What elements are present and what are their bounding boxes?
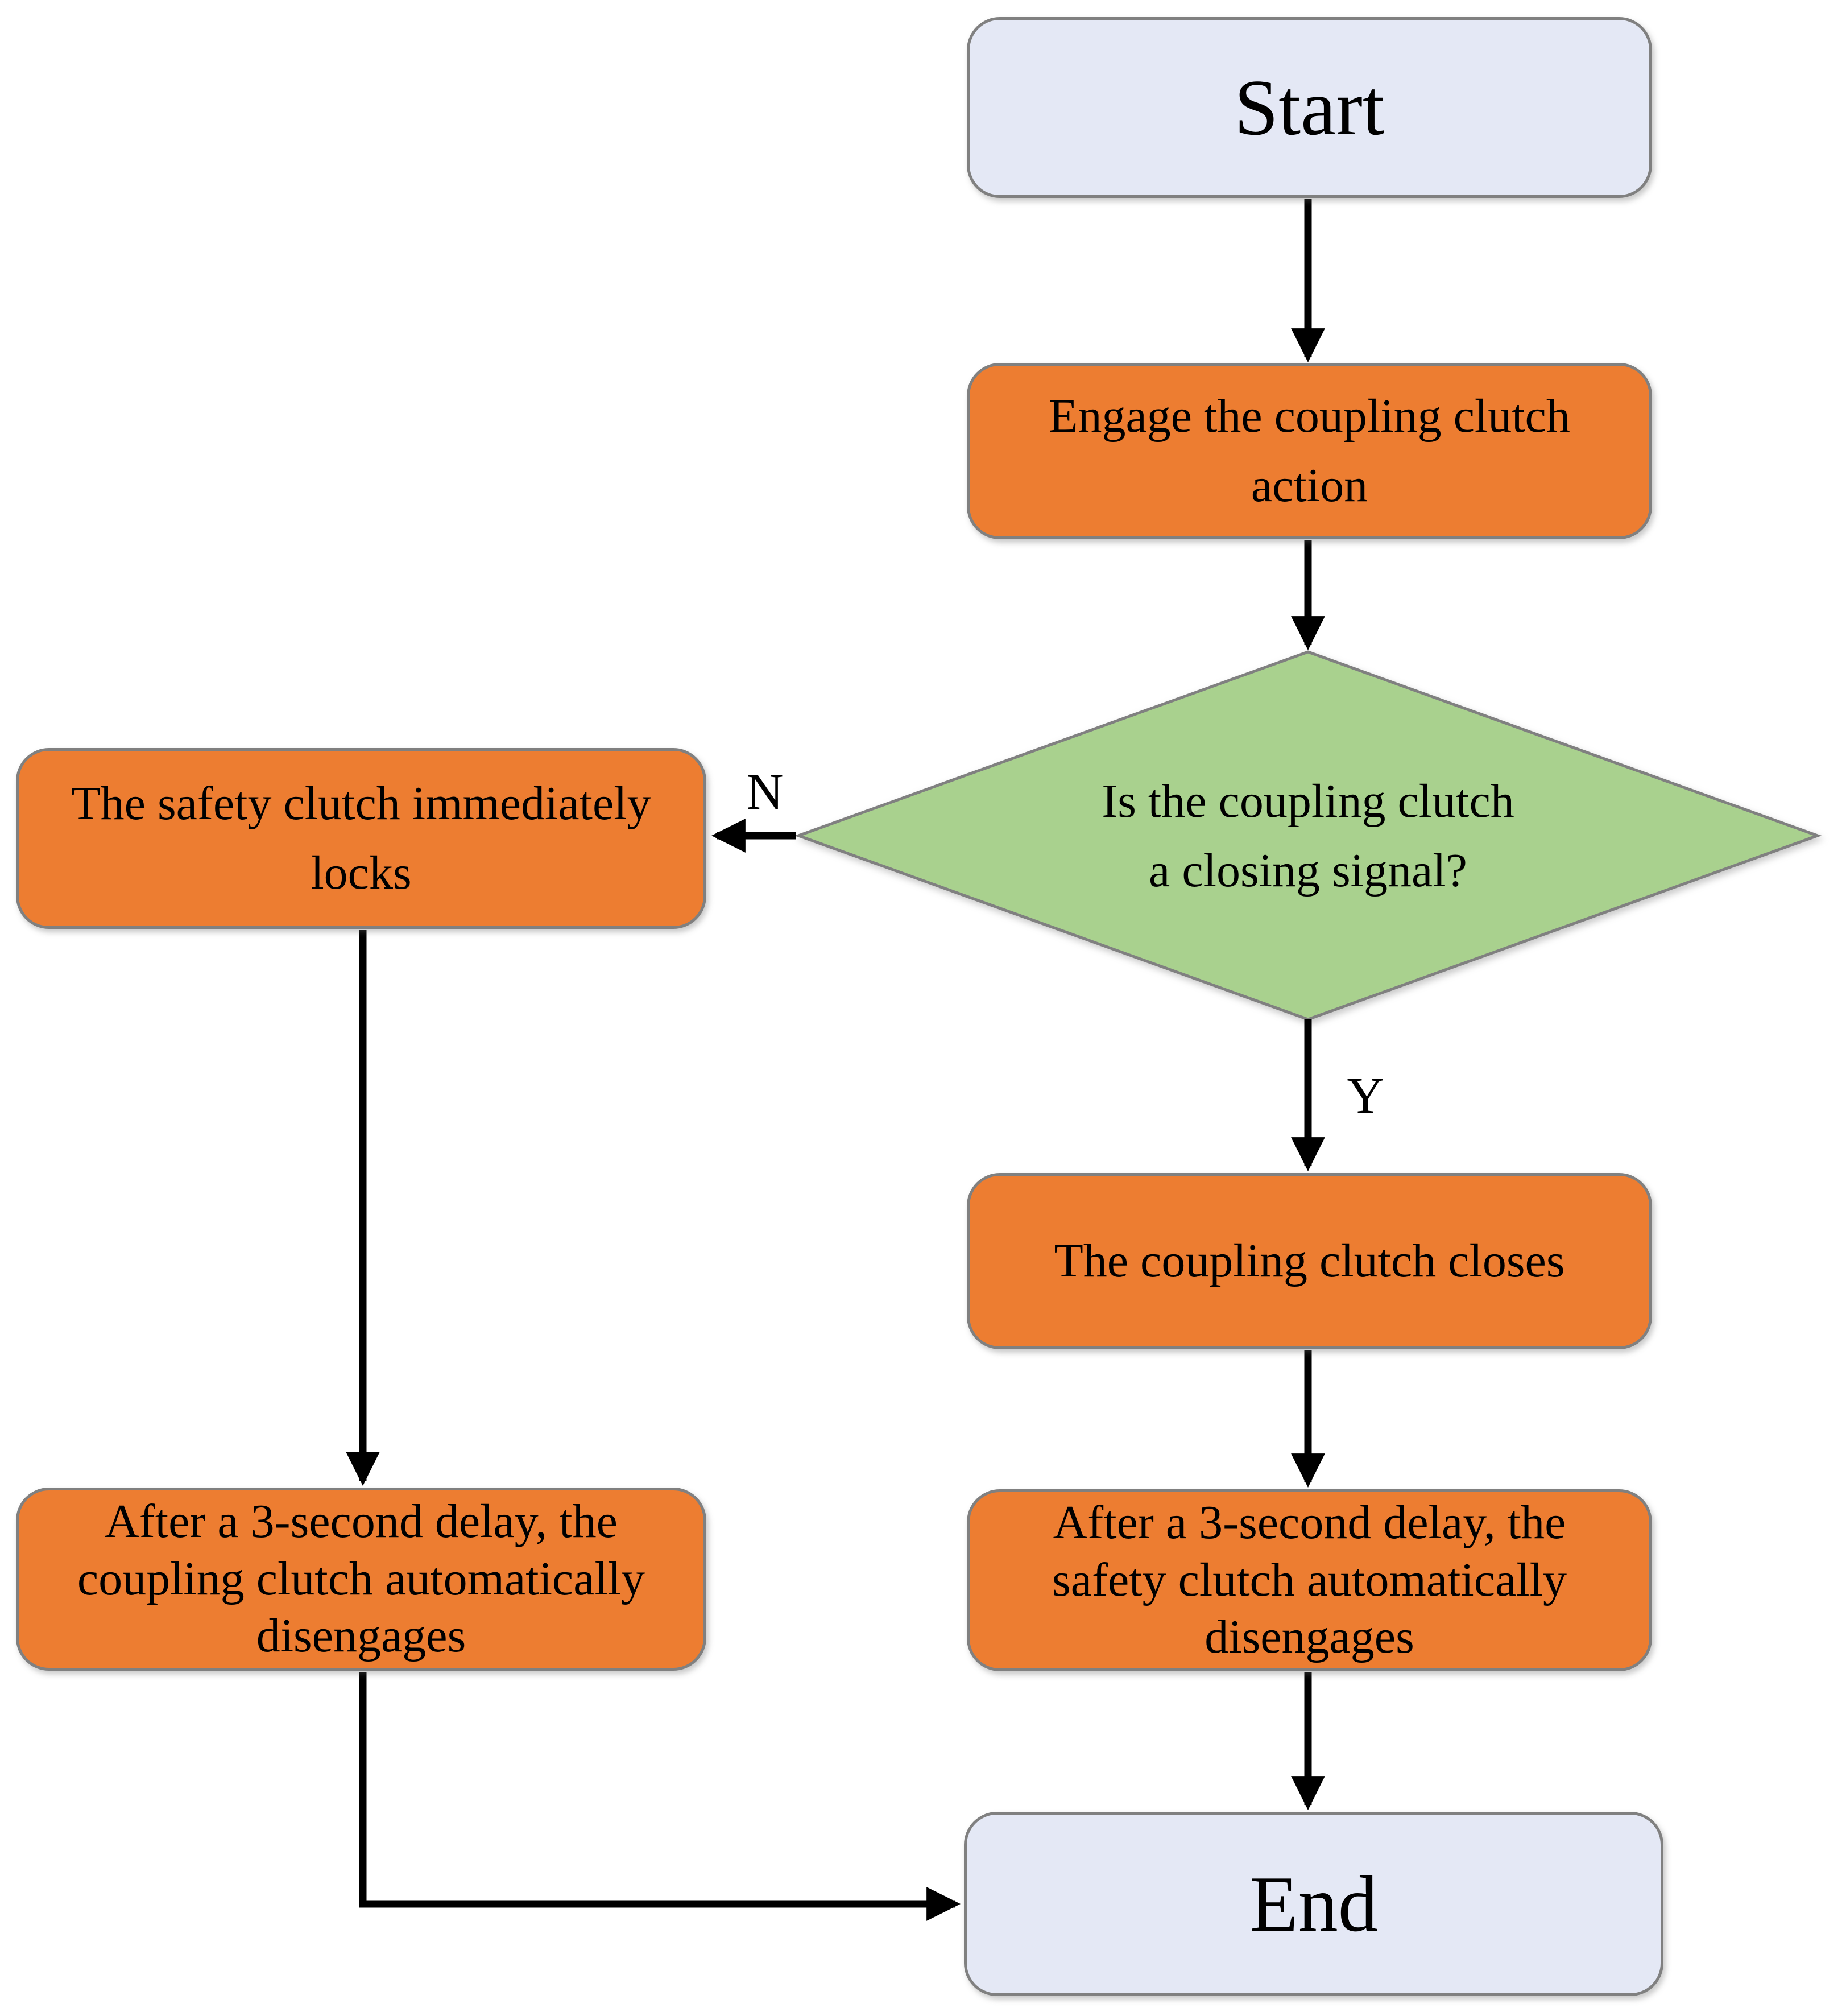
node-end: End — [964, 1812, 1663, 1996]
edge-label-yes: Y — [1347, 1067, 1384, 1124]
node-engage-coupling-clutch: Engage the coupling clutch action — [967, 363, 1652, 539]
edge-label-no: N — [746, 763, 784, 820]
node-safety-clutch-locks: The safety clutch immediately locks — [16, 748, 706, 929]
edge-coupling-disengages-to-end — [359, 1672, 961, 1921]
node-start: Start — [967, 17, 1652, 198]
decision-label: Is the coupling clutch a closing signal? — [1102, 775, 1514, 897]
node-coupling-clutch-closes: The coupling clutch closes — [967, 1173, 1652, 1349]
node-safety-clutch-disengages: After a 3-second delay, the safety clutc… — [967, 1489, 1652, 1671]
node-coupling-clutch-disengages: After a 3-second delay, the coupling clu… — [16, 1488, 706, 1671]
